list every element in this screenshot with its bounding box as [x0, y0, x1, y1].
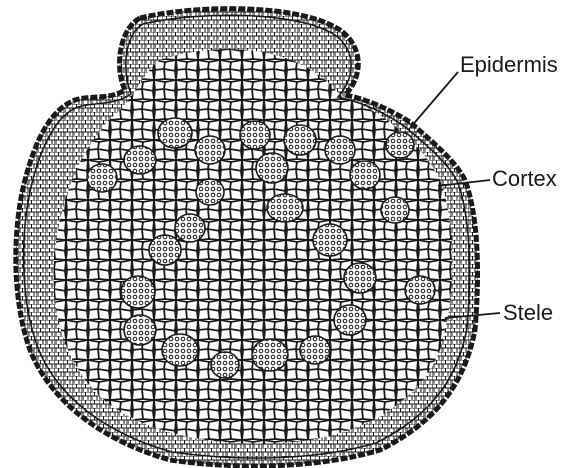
epidermis-leader-line [410, 72, 458, 128]
epidermis-label: Epidermis [460, 54, 558, 76]
cortex-label: Cortex [492, 168, 557, 190]
stele-label: Stele [503, 302, 553, 324]
